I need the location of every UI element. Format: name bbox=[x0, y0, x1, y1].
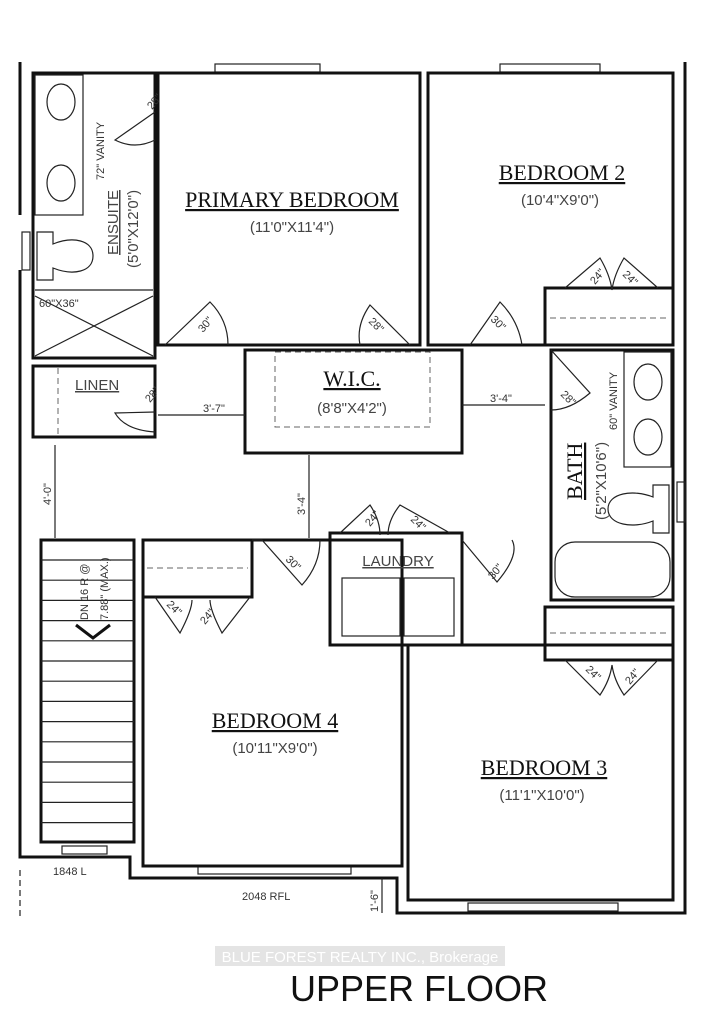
ensuite-room bbox=[31, 71, 157, 360]
primary-bedroom-room bbox=[156, 71, 422, 347]
door-laundry-left: 24" bbox=[363, 509, 383, 529]
primary-bedroom-size: (11'0"X11'4") bbox=[250, 219, 334, 236]
laundry-room bbox=[328, 531, 464, 647]
door-bedroom2-size: 30" bbox=[488, 314, 508, 334]
watermark-bg bbox=[215, 946, 505, 966]
staircase bbox=[39, 538, 136, 844]
watermark: BLUE FOREST REALTY INC., Brokerage bbox=[222, 949, 499, 966]
dim-bottom-offset: 1'-6" bbox=[369, 890, 381, 912]
ensuite-vanity bbox=[34, 74, 84, 216]
dim-stair-top: 4'-0" bbox=[42, 483, 54, 505]
bedroom2-size: (10'4"X9'0") bbox=[521, 192, 599, 209]
primary-bedroom-label: PRIMARY BEDROOM bbox=[185, 187, 399, 212]
bath-room bbox=[549, 348, 675, 602]
laundry-label: LAUNDRY bbox=[362, 553, 433, 570]
dim-hall-mid: 3'-4" bbox=[296, 493, 308, 515]
bath-label: BATH bbox=[562, 442, 587, 500]
stairs-down-arrow-icon bbox=[75, 623, 111, 640]
bedroom4-window-label: 2048 RFL bbox=[242, 891, 290, 903]
door-bath-size: 28" bbox=[558, 389, 578, 409]
wic-label: W.I.C. bbox=[323, 366, 380, 391]
bedroom2-label: BEDROOM 2 bbox=[499, 160, 626, 185]
stairs-label-2: 7.88" (MAX.) bbox=[99, 557, 111, 620]
bedroom3-label: BEDROOM 3 bbox=[481, 755, 608, 780]
dim-hall-right: 3'-4" bbox=[490, 393, 512, 405]
dim-hall-left: 3'-7" bbox=[203, 403, 225, 415]
wic-size: (8'8"X4'2") bbox=[317, 400, 387, 417]
bath-toilet bbox=[607, 484, 670, 534]
door-bed2-closet-right: 24" bbox=[620, 269, 640, 289]
page-title: UPPER FLOOR bbox=[290, 968, 548, 1009]
dimension-lines bbox=[54, 404, 545, 913]
bath-size: (5'2"X10'6") bbox=[593, 442, 610, 520]
wic-room bbox=[243, 348, 464, 455]
ensuite-label: ENSUITE bbox=[105, 190, 122, 255]
stairs-label-1: DN 16 R @ bbox=[79, 564, 91, 620]
bath-vanity-label: 60" VANITY bbox=[608, 371, 620, 430]
bedroom2-closet bbox=[543, 286, 675, 347]
ensuite-vanity-label: 72" VANITY bbox=[95, 121, 107, 180]
door-bedroom4-size: 30" bbox=[283, 554, 303, 574]
door-linen-size: 28" bbox=[143, 385, 163, 405]
door-bed4-closet-left: 24" bbox=[164, 599, 184, 619]
doors bbox=[113, 111, 659, 696]
bedroom4-room bbox=[141, 538, 404, 868]
door-primary-size: 30" bbox=[196, 315, 216, 335]
door-laundry-right: 24" bbox=[408, 514, 428, 534]
exterior-walls bbox=[18, 62, 687, 920]
bedroom4-size: (10'11"X9'0") bbox=[232, 740, 317, 757]
door-bed2-closet-left: 24" bbox=[588, 267, 608, 287]
interior-walls bbox=[31, 71, 675, 902]
bedroom2-room bbox=[426, 71, 675, 347]
ensuite-toilet bbox=[36, 231, 94, 281]
linen-label: LINEN bbox=[75, 377, 119, 394]
bath-vanity bbox=[623, 351, 672, 468]
stair-window-label: 1848 L bbox=[53, 866, 87, 878]
shower-size: 60"X36" bbox=[39, 298, 79, 310]
bedroom4-label: BEDROOM 4 bbox=[212, 708, 339, 733]
door-bed3-closet-right: 24" bbox=[623, 667, 643, 687]
bedroom3-room bbox=[406, 643, 675, 902]
linen-room bbox=[31, 364, 157, 439]
bedroom3-closet bbox=[543, 605, 675, 662]
bedroom4-closet bbox=[141, 538, 254, 599]
door-bed4-closet-right: 24" bbox=[198, 607, 218, 627]
door-bedroom3-size: 30" bbox=[486, 562, 506, 582]
bathtub bbox=[554, 541, 671, 598]
bedroom3-size: (11'1"X10'0") bbox=[499, 787, 584, 804]
ensuite-size: (5'0"X12'0") bbox=[125, 190, 142, 268]
door-ensuite-size: 28" bbox=[145, 92, 165, 112]
